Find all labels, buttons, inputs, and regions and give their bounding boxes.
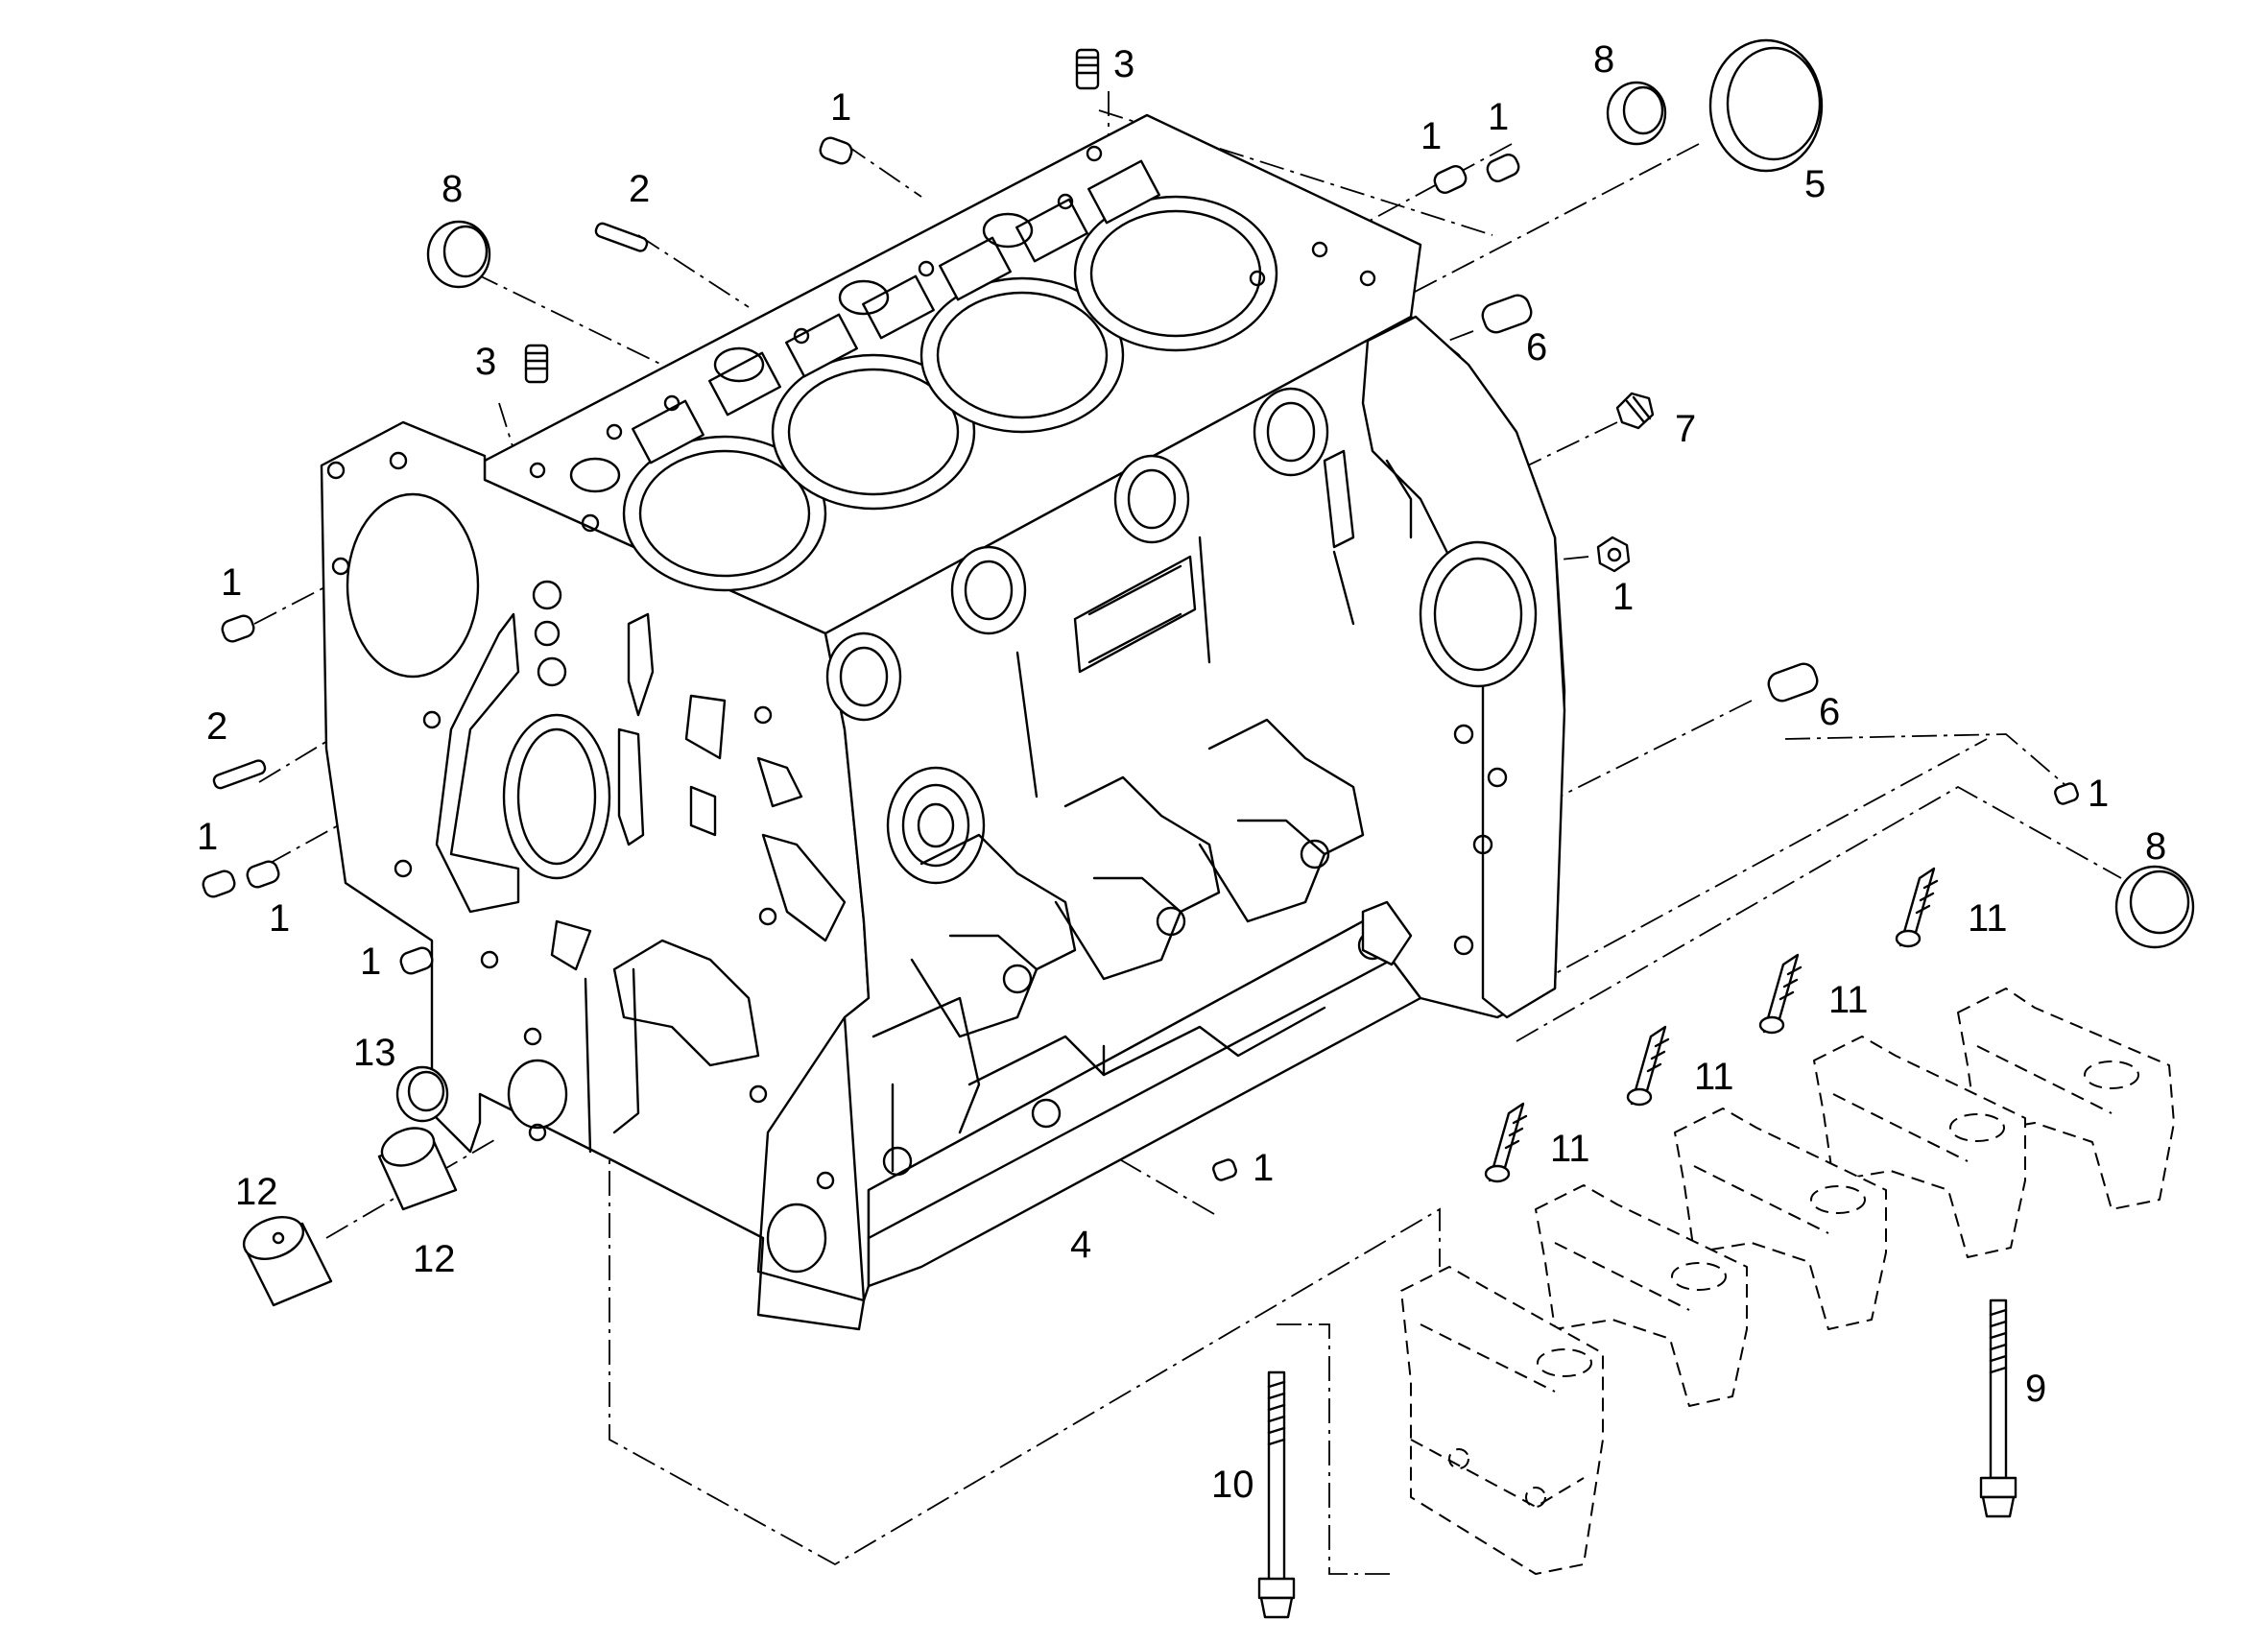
sleeve-6-top [1481, 294, 1533, 334]
callout-9: 9 [2025, 1368, 2046, 1410]
callout-1-left-low-b: 1 [269, 897, 290, 940]
bearing-cap-2 [1535, 1184, 1748, 1407]
callout-3-left: 3 [475, 341, 496, 383]
main-bearing-bolt-10 [1257, 1370, 1296, 1619]
callout-11-d: 11 [1550, 1128, 1590, 1170]
plug-left-3 [524, 344, 549, 384]
engine-block [320, 113, 1566, 1331]
bushing-12-b [242, 1216, 333, 1307]
callout-11-b: 11 [1828, 979, 1869, 1021]
callout-1-right-b: 1 [1488, 96, 1509, 138]
side-face-features [825, 387, 1538, 1177]
dowel-pin-top [819, 136, 853, 165]
deck-ports [529, 145, 1376, 493]
cylinder-bore-4 [1073, 195, 1278, 352]
bearing-cap-4 [1813, 1036, 2026, 1258]
bearing-cap-1 [1400, 1266, 1604, 1575]
front-plate-openings [326, 451, 847, 1274]
rear-flange [1361, 315, 1566, 1019]
hex-nut-rear [1596, 536, 1631, 573]
callout-1-right-a: 1 [1420, 115, 1442, 157]
callout-1-rear-nut: 1 [1612, 576, 1634, 618]
cup-plug-8-left [426, 220, 491, 289]
cylinder-bore-1 [622, 435, 827, 592]
callout-6-top: 6 [1526, 326, 1547, 369]
dowel-pin-left-low-a [202, 870, 236, 898]
bearing-cap-3 [1674, 1108, 1887, 1330]
dowel-pin-front [399, 946, 434, 975]
bolts [1257, 867, 2017, 1619]
oil-pan-rail [867, 919, 1422, 1288]
callout-8-top: 8 [1593, 38, 1614, 81]
callout-1-bottom: 1 [1253, 1147, 1274, 1189]
main-bearing-caps [1400, 988, 2175, 1575]
callout-13: 13 [353, 1032, 396, 1074]
bolt-11-d [1484, 1102, 1528, 1183]
callout-6-right: 6 [1819, 691, 1840, 733]
callout-1-left-low-a: 1 [197, 816, 218, 858]
callout-1-front: 1 [360, 941, 381, 983]
dowel-pin-right-a [1433, 165, 1468, 194]
callout-1-top: 1 [830, 86, 851, 129]
dowel-pin-bottom [1212, 1158, 1237, 1181]
dowel-pin-right-small [2054, 782, 2079, 805]
sleeve-6-right [1767, 662, 1819, 703]
bolt-11-b [1758, 953, 1802, 1035]
roll-pin-top [594, 222, 649, 252]
oil-gallery-plate [1073, 555, 1197, 674]
callout-8-right: 8 [2145, 825, 2166, 868]
dowel-pin-left [221, 614, 255, 643]
small-parts [202, 38, 2195, 1307]
callout-2-left: 2 [206, 705, 227, 748]
callout-10: 10 [1211, 1464, 1254, 1506]
bushing-12-a [377, 1127, 458, 1211]
bolt-11-c [1626, 1025, 1670, 1107]
callout-5: 5 [1804, 163, 1826, 205]
callout-8-left: 8 [442, 168, 463, 210]
cylinder-bore-2 [771, 353, 976, 511]
callout-12-left: 12 [235, 1171, 278, 1213]
callout-2-top: 2 [629, 168, 650, 210]
callout-11-c: 11 [1694, 1056, 1734, 1098]
dowel-pin-right-b [1486, 154, 1520, 182]
callout-labels: 1 1 1 1 1 1 1 1 1 1 1 2 2 3 3 4 5 6 6 7 … [197, 38, 2166, 1506]
roll-pin-left [212, 759, 267, 790]
callout-11-a: 11 [1968, 897, 2008, 940]
callout-1-left: 1 [221, 561, 242, 604]
cylinder-bore-3 [919, 276, 1125, 434]
callout-12-bottom: 12 [413, 1238, 456, 1280]
crank-opening [612, 939, 760, 1067]
plug-top-3 [1075, 48, 1100, 90]
callout-4: 4 [1070, 1224, 1091, 1266]
cup-plug-8-right [2114, 865, 2195, 949]
seal-ring-13 [395, 1065, 449, 1123]
callout-1-right-small: 1 [2088, 773, 2109, 815]
callout-7: 7 [1675, 408, 1696, 450]
cup-plug-8-top [1606, 81, 1667, 146]
callout-3-top: 3 [1113, 43, 1134, 85]
dowel-pin-left-low-b [246, 860, 280, 889]
bolt-11-a [1895, 867, 1939, 948]
main-bearing-bolt-9 [1979, 1299, 2017, 1518]
